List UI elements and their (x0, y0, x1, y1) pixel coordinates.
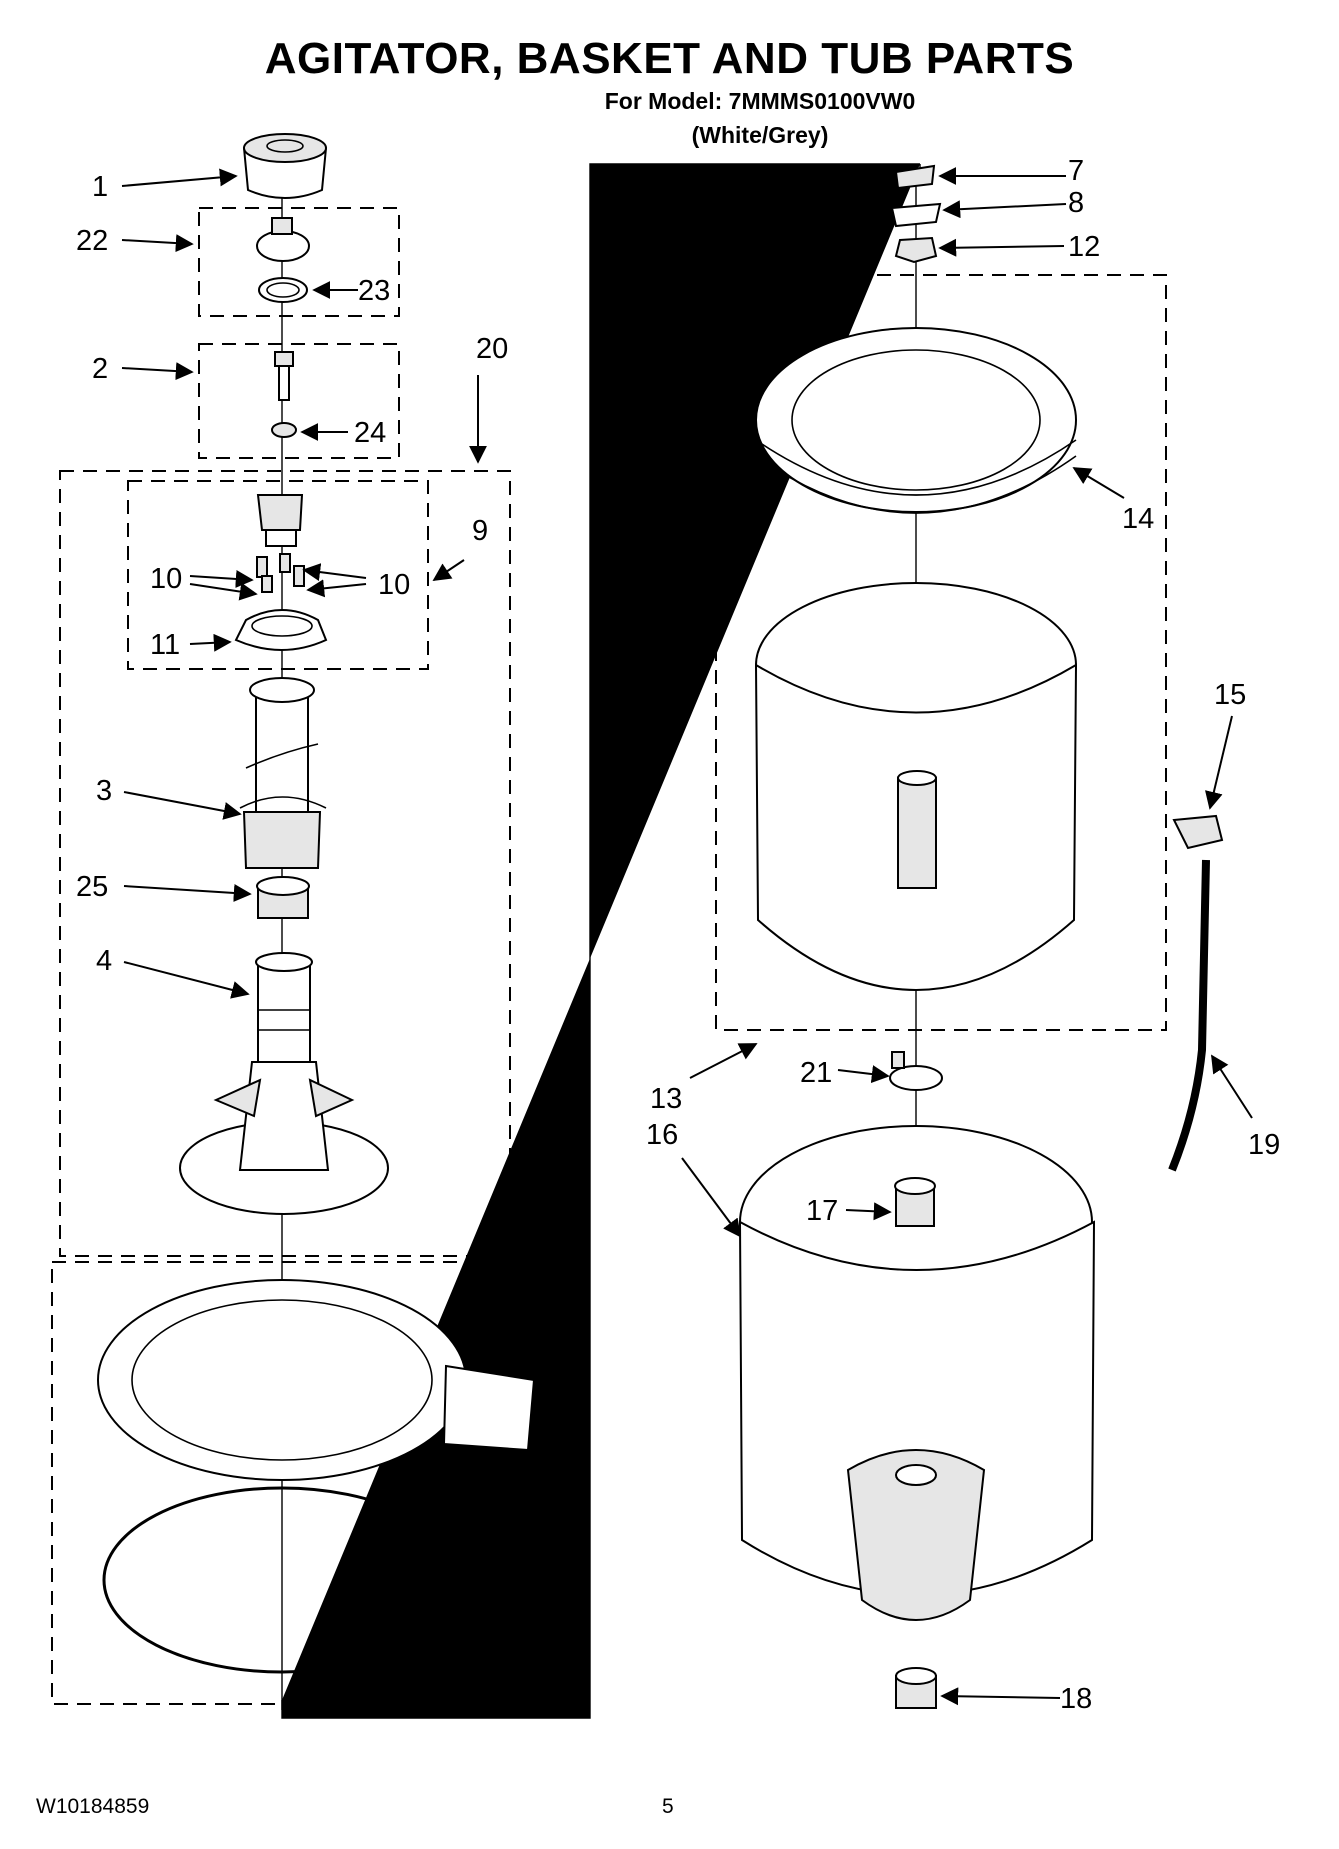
pressure-hose (1168, 859, 1210, 1172)
callout-21: 21 (800, 1057, 832, 1089)
group-box-9 (127, 480, 429, 670)
group-box-22 (198, 207, 400, 317)
callout-1: 1 (92, 171, 108, 203)
callout-17: 17 (806, 1195, 838, 1227)
callout-18: 18 (1060, 1683, 1092, 1715)
callout-25: 25 (76, 871, 108, 903)
basket-spanner-nut (890, 202, 942, 228)
balance-ring (755, 327, 1077, 514)
callout-6: 6 (508, 1461, 524, 1493)
agitator-dogs (256, 553, 305, 593)
agitator-dog-assembly (256, 494, 304, 547)
group-box-20 (59, 470, 511, 1257)
tub-seal (102, 1486, 462, 1674)
agitator-base (179, 952, 389, 1215)
callout-4: 4 (96, 945, 112, 977)
callout-16: 16 (646, 1119, 678, 1151)
callout-20: 20 (476, 333, 508, 365)
agitator-cap (242, 133, 328, 199)
wash-basket (754, 582, 1078, 991)
color-line: (White/Grey) (691, 122, 829, 148)
agitator-barrel (239, 677, 327, 869)
basket-clamp (889, 1051, 943, 1091)
agitator-bolt (274, 351, 294, 401)
group-box-2 (198, 343, 400, 459)
callout-3: 3 (96, 775, 112, 807)
callout-22: 22 (76, 225, 108, 257)
callout-11: 11 (150, 629, 180, 661)
page-number: 5 (662, 1795, 674, 1818)
group-box-13 (715, 274, 1167, 1031)
drive-block (894, 1177, 936, 1227)
drive-coupling (256, 876, 310, 919)
callout-19: 19 (1248, 1129, 1280, 1161)
cam (234, 609, 328, 651)
callout-24: 24 (354, 417, 386, 449)
tub-ring (97, 1279, 536, 1481)
callout-12: 12 (1068, 231, 1100, 263)
group-box-5 (51, 1261, 553, 1705)
callout-9: 9 (472, 515, 488, 547)
bolt-washer (271, 422, 297, 438)
tub-bearing (895, 1667, 937, 1709)
cap-insert (256, 217, 310, 262)
basket-drive-nut-cap (894, 164, 936, 190)
callout-15: 15 (1214, 679, 1246, 711)
callout-14: 14 (1122, 503, 1154, 535)
callout-10-right: 10 (378, 569, 410, 601)
callout-10-left: 10 (150, 563, 182, 595)
model-line: For Model: 7MMMS0100VW0 (604, 88, 916, 114)
page-title: AGITATOR, BASKET AND TUB PARTS (264, 34, 1075, 83)
basket-hub-nut (894, 236, 938, 264)
callout-23: 23 (358, 275, 390, 307)
callout-7: 7 (1068, 155, 1084, 187)
callout-13: 13 (650, 1083, 682, 1115)
callout-5: 5 (556, 1117, 572, 1149)
callout-2: 2 (92, 353, 108, 385)
hose-clip (1172, 814, 1224, 850)
outer-tub (738, 1125, 1096, 1621)
callout-8: 8 (1068, 187, 1084, 219)
document-number: W10184859 (36, 1795, 150, 1818)
o-ring (258, 277, 308, 303)
